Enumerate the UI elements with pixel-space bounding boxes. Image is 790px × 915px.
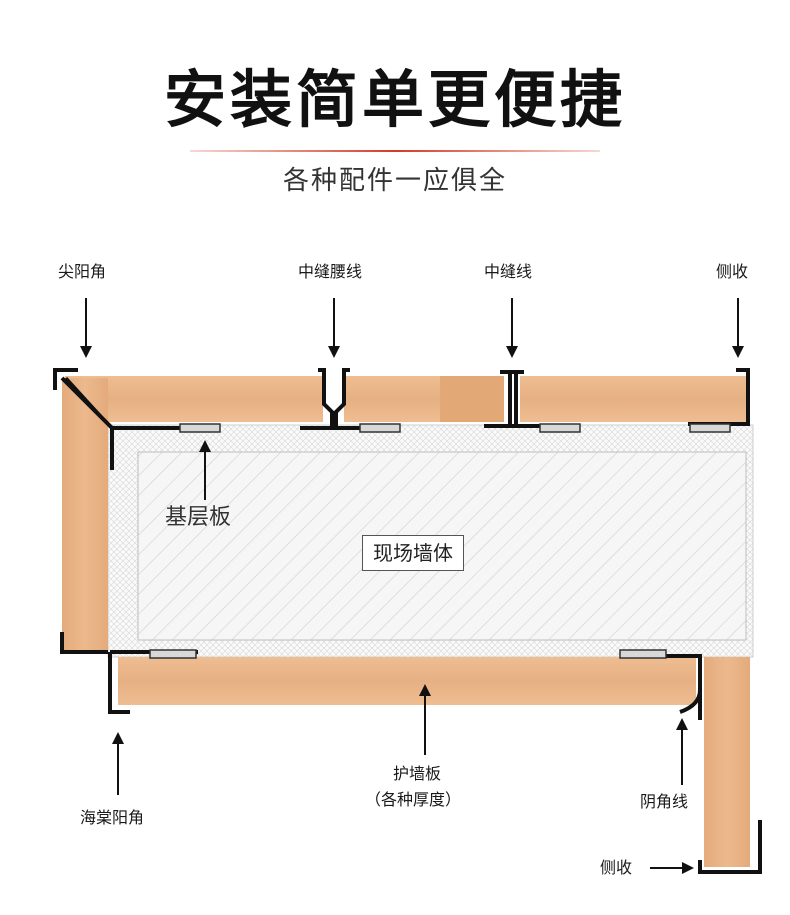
label-base-board: 基层板	[165, 505, 232, 530]
arrows	[80, 298, 744, 874]
left-panel	[62, 378, 108, 653]
bottom-panel	[118, 657, 696, 705]
label-sharp-corner: 尖阳角	[58, 262, 107, 281]
label-wall: 现场墙体	[362, 535, 464, 571]
top-panel-3b	[440, 376, 504, 422]
label-inner-corner-line: 阴角线	[640, 792, 689, 811]
page-title: 安装简单更便捷	[163, 63, 626, 136]
clips	[149, 423, 731, 659]
label-side-trim-bottom: 侧收	[600, 858, 633, 877]
label-mid-waist-line: 中缝腰线	[298, 262, 363, 281]
side-trim-bottom	[698, 820, 762, 874]
label-outer-corner: 海棠阳角	[80, 808, 145, 827]
page-subtitle: 各种配件一应俱全	[282, 166, 507, 196]
label-mid-seam-line: 中缝线	[484, 262, 533, 281]
title-divider	[190, 150, 600, 152]
top-panel-3	[520, 376, 747, 422]
right-panel	[704, 657, 750, 867]
mid-waist-trim	[300, 368, 400, 430]
label-panel: 护墙板	[393, 764, 442, 783]
label-side-trim-top: 侧收	[716, 262, 749, 281]
label-panel-note: （各种厚度）	[365, 790, 462, 809]
